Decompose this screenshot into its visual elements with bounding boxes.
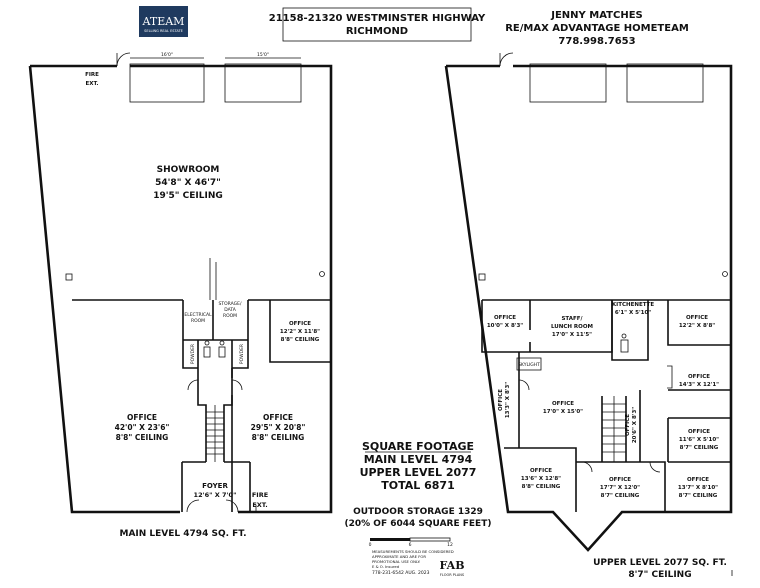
office-c-name: OFFICE (688, 374, 710, 380)
logo: ATEAM SELLING REAL ESTATE (139, 6, 188, 37)
office-j-name: OFFICE (687, 477, 709, 483)
office-i-size: 17'7" X 12'0" (600, 485, 640, 491)
agent-info: JENNY MATCHES RE/MAX ADVANTAGE HOMETEAM … (505, 10, 689, 47)
upper-level-plan (444, 52, 733, 576)
office-left-size: 42'0" X 23'6" (115, 423, 170, 432)
foyer-name: FOYER (202, 482, 228, 490)
fire-ext-label-top-2: EXT. (85, 81, 98, 87)
office-d-size: 13'3" X 8'3" (505, 382, 511, 418)
office-e-name: OFFICE (552, 401, 574, 407)
outdoor-storage: OUTDOOR STORAGE 1329 (353, 507, 483, 517)
showroom-ceiling: 19'5" CEILING (153, 191, 222, 201)
office-j-size: 13'7" X 8'10" (678, 485, 718, 491)
storage-room-label-1: STORAGE/ (219, 301, 242, 307)
main-level-caption: MAIN LEVEL 4794 SQ. FT. (119, 529, 246, 539)
office-j-ceiling: 8'7" CEILING (679, 493, 718, 499)
disclaimer-line-2: APPROXIMATE AND ARE FOR (372, 554, 426, 559)
electrical-room-label-2: ROOM (191, 318, 205, 324)
office-g-size: 11'6" X 5'10" (679, 437, 719, 443)
sqft-main: MAIN LEVEL 4794 (364, 453, 473, 466)
office-a-name: OFFICE (494, 315, 516, 321)
sqft-total: TOTAL 6871 (381, 479, 454, 492)
office-f-size: 20'6" X 8'3" (632, 407, 638, 443)
upper-level-ceiling-caption: 8'7" CEILING (628, 570, 691, 580)
powder-room-left: POWDER (190, 344, 196, 364)
agent-phone: 778.998.7653 (558, 36, 635, 47)
square-footage-block: SQUARE FOOTAGE MAIN LEVEL 4794 UPPER LEV… (345, 440, 492, 529)
fab-logo-text: FAB (440, 559, 465, 572)
sqft-upper: UPPER LEVEL 2077 (360, 466, 477, 479)
logo-subtext: SELLING REAL ESTATE (144, 29, 183, 33)
fire-ext-label-bottom-1: FIRE (252, 491, 268, 499)
logo-text: ATEAM (142, 15, 185, 28)
door-dimension-1: 16'0" (161, 52, 173, 58)
address-line-1: 21158-21320 WESTMINSTER HIGHWAY (269, 13, 486, 24)
office-h-name: OFFICE (530, 468, 552, 474)
skylight-label: SKYLIGHT (518, 362, 540, 368)
office-left-name: OFFICE (127, 413, 157, 422)
fire-ext-label-bottom-2: EXT. (252, 501, 267, 509)
staff-room-size: 17'0" X 11'5" (552, 332, 592, 338)
address-line-2: RICHMOND (346, 26, 408, 37)
powder-room-right: POWDER (239, 344, 245, 364)
staff-room-name-2: LUNCH ROOM (551, 324, 593, 330)
office-right-ceiling: 8'8" CEILING (252, 433, 305, 442)
storage-room-label-3: ROOM (223, 313, 237, 319)
office-g-ceiling: 8'7" CEILING (680, 445, 719, 451)
office-b-name: OFFICE (686, 315, 708, 321)
address-box: 21158-21320 WESTMINSTER HIGHWAY RICHMOND (269, 7, 486, 42)
scale-label-0: 0 (369, 542, 372, 548)
office-i-ceiling: 8'7" CEILING (601, 493, 640, 499)
office-b-size: 12'2" X 8'8" (679, 323, 715, 329)
scale-bar: 0 6 12 (369, 537, 453, 548)
office-left-ceiling: 8'8" CEILING (116, 433, 169, 442)
fab-logo-subtext: FLOOR PLANS (440, 573, 465, 577)
small-office-ceiling: 8'8" CEILING (281, 337, 320, 343)
outdoor-storage-note: (20% OF 6044 SQUARE FEET) (345, 519, 492, 529)
office-a-size: 10'0" X 8'3" (487, 323, 523, 329)
office-e-size: 17'0" X 15'0" (543, 409, 583, 415)
kitchenette-name: KITCHENETTE (612, 302, 654, 308)
office-right-size: 29'5" X 20'8" (251, 423, 306, 432)
storage-room-label-2: DATA (224, 307, 237, 313)
scale-label-6: 6 (409, 542, 412, 548)
sqft-title: SQUARE FOOTAGE (362, 440, 474, 453)
fab-logo: FAB FLOOR PLANS (440, 559, 465, 577)
office-f-name: OFFICE (625, 414, 631, 436)
office-h-ceiling: 8'8" CEILING (522, 484, 561, 490)
office-i-name: OFFICE (609, 477, 631, 483)
office-h-size: 13'6" X 12'8" (521, 476, 561, 482)
office-g-name: OFFICE (688, 429, 710, 435)
disclaimer-line-5: 778-231-6542 AUG. 2023 (372, 570, 430, 576)
small-office-size: 12'2" X 11'8" (280, 329, 320, 335)
door-dimension-2: 15'0" (257, 52, 269, 58)
disclaimer-line-3: PROMOTIONAL USE ONLY. (372, 559, 421, 564)
main-level-plan (28, 52, 333, 514)
office-c-size: 14'3" X 12'1" (679, 382, 719, 388)
office-d-name: OFFICE (498, 389, 504, 411)
disclaimer: MEASUREMENTS SHOULD BE CONSIDERED APPROX… (372, 549, 454, 576)
disclaimer-line-4: E & O. Insured (372, 564, 400, 569)
electrical-room-label-1: ELECTRICAL (184, 312, 212, 318)
showroom-name: SHOWROOM (157, 165, 220, 175)
showroom-size: 54'8" X 46'7" (155, 178, 221, 188)
small-office-name: OFFICE (289, 321, 311, 327)
disclaimer-line-1: MEASUREMENTS SHOULD BE CONSIDERED (372, 549, 454, 554)
staff-room-name: STAFF/ (561, 316, 583, 322)
fire-ext-label-top-1: FIRE (85, 72, 99, 78)
agent-name: JENNY MATCHES (550, 10, 643, 21)
agent-company: RE/MAX ADVANTAGE HOMETEAM (505, 23, 689, 34)
office-right-name: OFFICE (263, 413, 293, 422)
foyer-size: 12'6" X 7'0" (194, 491, 237, 499)
scale-label-12: 12 (447, 542, 453, 548)
upper-level-caption: UPPER LEVEL 2077 SQ. FT. (593, 558, 727, 568)
kitchenette-size: 6'1" X 5'10" (615, 310, 651, 316)
